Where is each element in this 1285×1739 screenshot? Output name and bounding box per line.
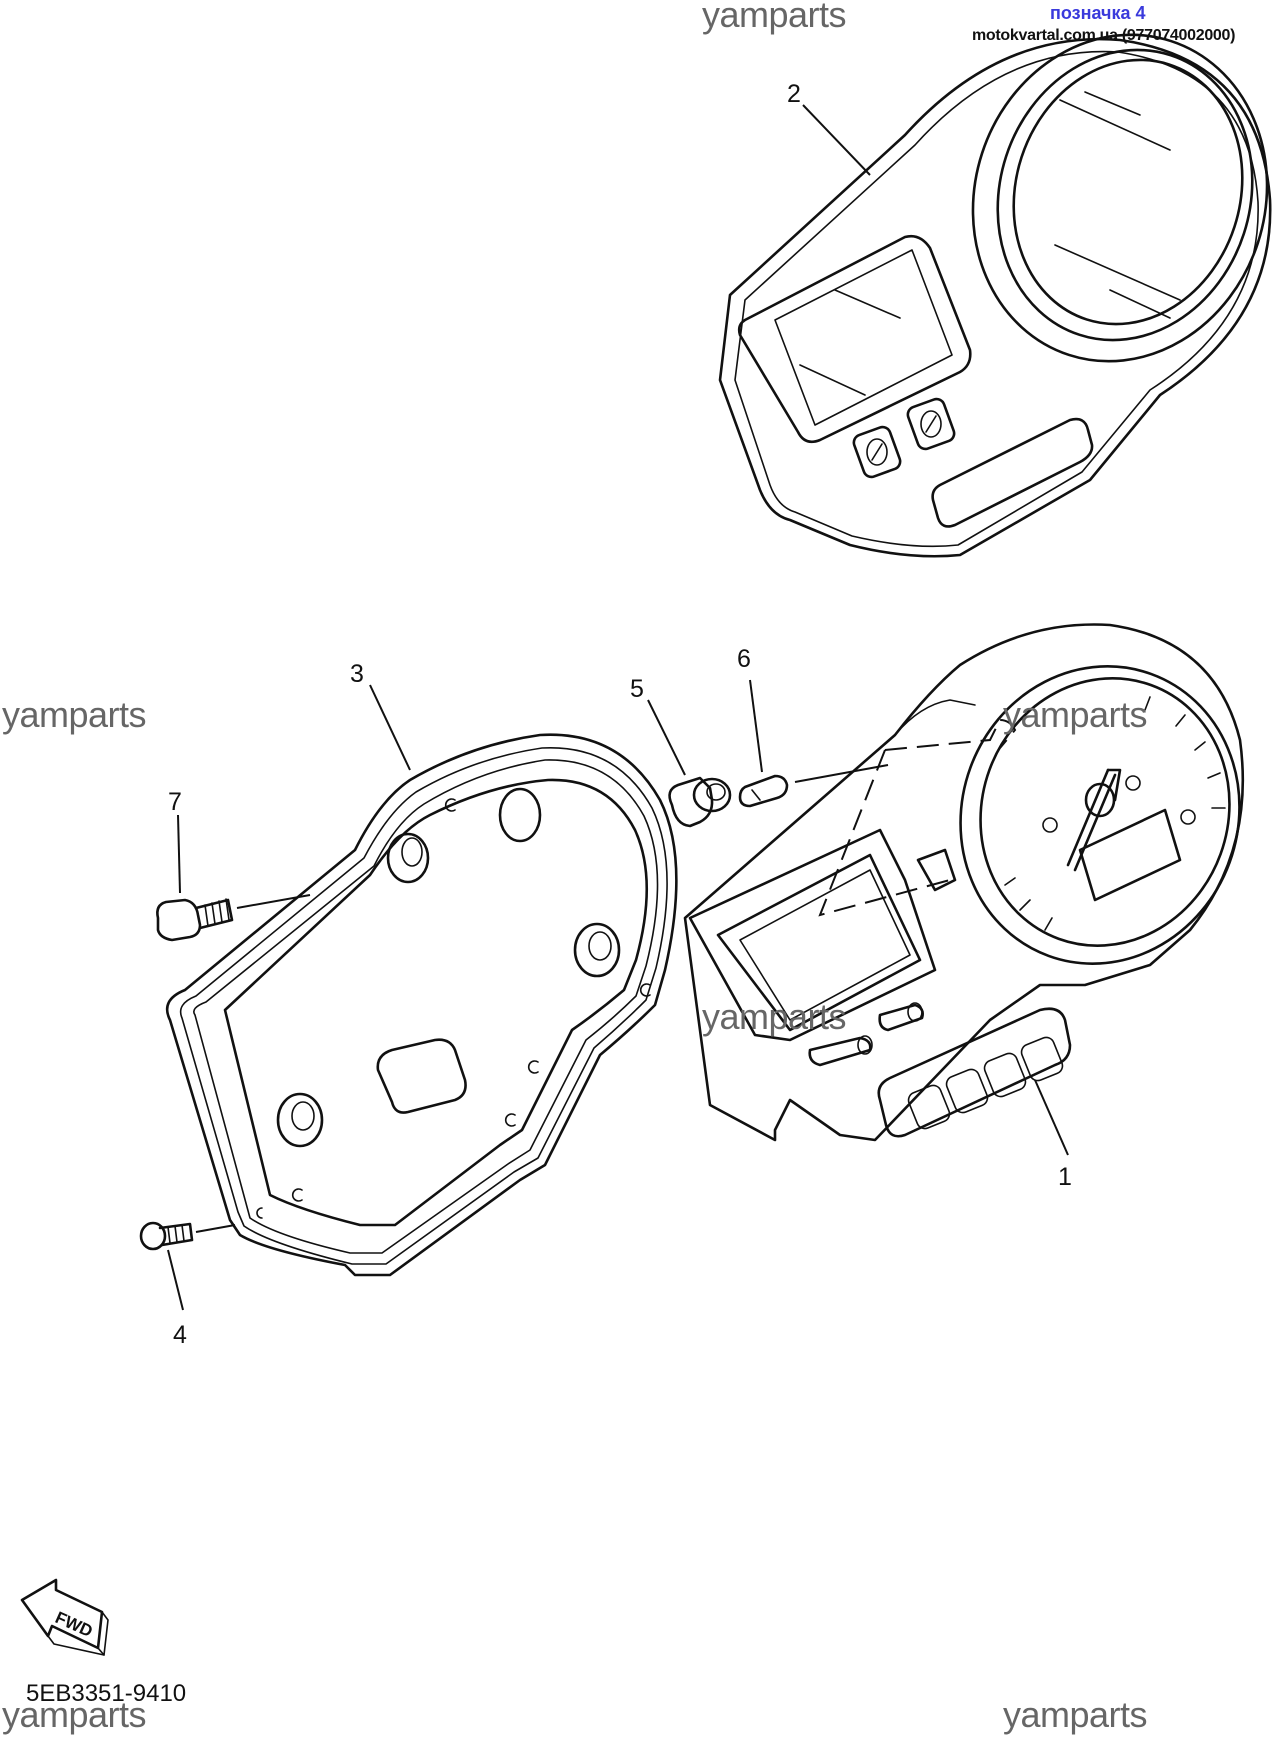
callout-6: 6 [737,645,751,673]
watermark-top: yamparts [702,0,847,35]
watermark-bottom-left: yamparts [2,1694,147,1735]
watermark-meter: yamparts [1003,694,1148,735]
badge-label: позначка 4 [1050,3,1146,23]
watermark-bottom-right: yamparts [1003,1694,1148,1735]
part-1-meter-assembly [683,623,1245,1156]
callout-2: 2 [787,80,801,108]
part-4-screw [139,1221,236,1311]
diagram-code: 5EB3351-9410 [26,1680,187,1707]
source-line: motokvartal.com.ua (977074002000) [972,27,1236,44]
callout-7: 7 [168,788,182,816]
callout-3: 3 [350,660,364,688]
callout-4: 4 [173,1321,187,1349]
part-7-screw [156,814,311,942]
part-5-bulb-socket [647,699,732,828]
watermark-left: yamparts [2,694,147,735]
callout-5: 5 [630,675,644,703]
fwd-direction-arrow: FWD [20,1578,109,1656]
callout-1: 1 [1058,1163,1072,1191]
part-2-meter-cover [718,33,1272,558]
part-6-bulb [738,679,889,808]
part-3-meter-case [165,684,678,1277]
watermark-center: yamparts [702,996,847,1037]
